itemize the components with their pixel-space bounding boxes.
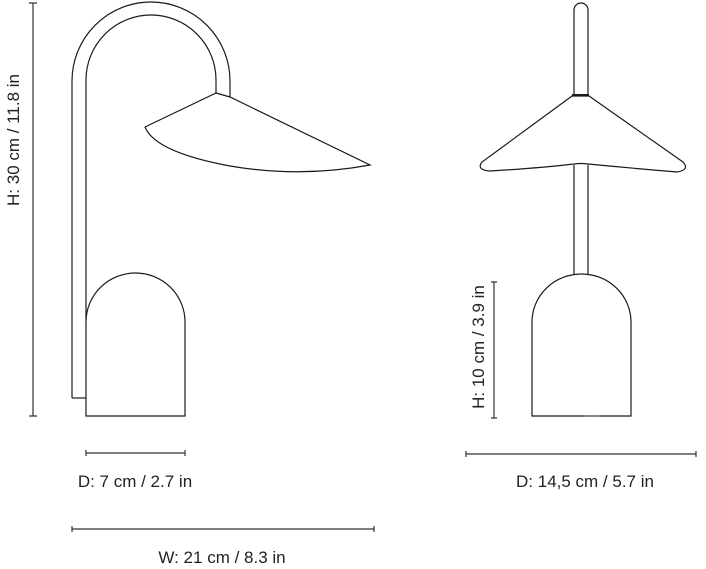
front-view-lamp (479, 2, 687, 417)
side-depth-dimension-line (85, 450, 186, 456)
side-shade (144, 92, 372, 173)
height-dimension-line (29, 2, 37, 417)
width-label: W: 21 cm / 8.3 in (158, 548, 285, 567)
base-height-dimension-line (491, 281, 497, 419)
height-label: H: 30 cm / 11.8 in (4, 74, 23, 206)
side-view-lamp (71, 1, 372, 417)
front-stem-top (573, 2, 589, 95)
front-depth-label: D: 14,5 cm / 5.7 in (516, 472, 654, 491)
side-arm-inner (85, 14, 217, 320)
front-depth-dimension-line (465, 451, 697, 457)
side-depth-label: D: 7 cm / 2.7 in (78, 472, 192, 491)
base-height-label: H: 10 cm / 3.9 in (469, 285, 488, 409)
width-dimension-line (71, 526, 375, 532)
front-stem-bottom (573, 165, 589, 274)
front-base (531, 273, 632, 417)
side-arm-outer (71, 1, 231, 398)
front-shade (479, 95, 687, 173)
dimension-lines (29, 2, 697, 532)
side-base (85, 272, 186, 417)
